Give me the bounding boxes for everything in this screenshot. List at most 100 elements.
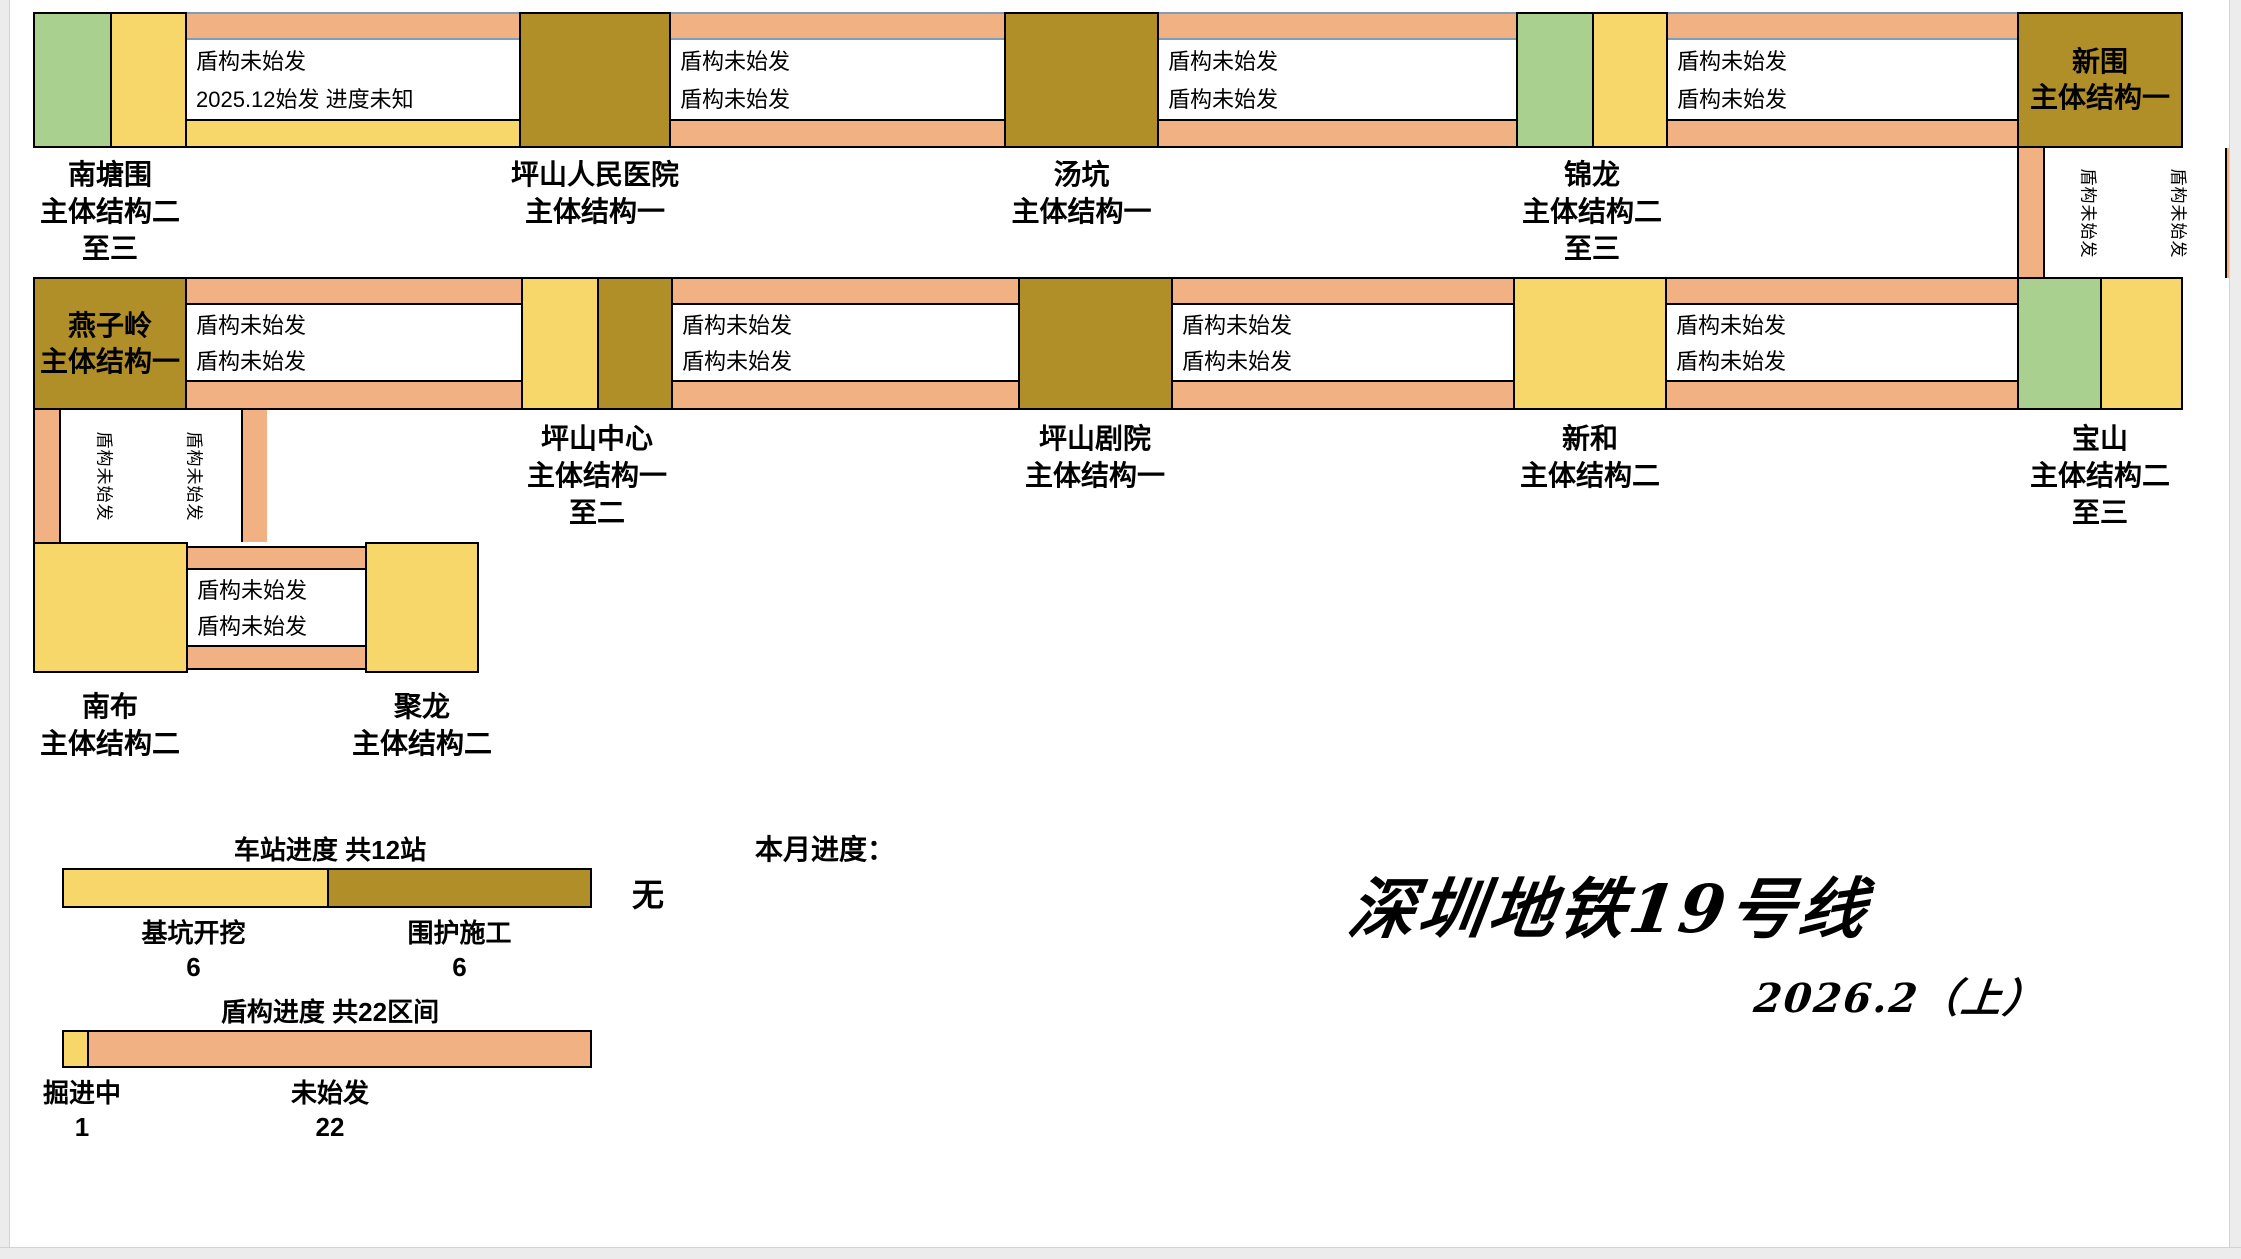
station-fill-retaining [1020, 279, 1171, 408]
station-fill-excavation [367, 544, 477, 671]
segment-status-text: 盾构未始发 盾构未始发 [188, 569, 365, 647]
station-fill-excavation [1515, 279, 1665, 408]
station-fill-excavation [1592, 14, 1666, 146]
tube-band-not-started [671, 120, 1004, 148]
segment-status-text: 盾构未始发 盾构未始发 [1667, 305, 2017, 382]
legend-cell-digging [64, 1032, 87, 1066]
window-edge-bottom [0, 1247, 2241, 1259]
legend-cell-retaining [327, 870, 590, 906]
window-edge-left [0, 0, 10, 1259]
station-label-pingshan-hospital: 坪山人民医院 主体结构一 [510, 159, 679, 227]
segment-yanziling-pscenter: 盾构未始发 盾构未始发 [187, 277, 521, 410]
legend-item-label: 基坑开挖 [141, 918, 246, 948]
tube-status: 盾构未始发 [151, 410, 241, 542]
window-edge-right [2229, 0, 2241, 1259]
segment-status-text: 盾构未始发 盾构未始发 [1159, 39, 1516, 121]
tube-band-not-started [188, 646, 365, 670]
tube-status: 盾构未始发 [2045, 148, 2135, 278]
segment-status-text: 盾构未始发 2025.12始发 进度未知 [187, 39, 519, 121]
segment-status-text: 盾构未始发 盾构未始发 [673, 305, 1018, 382]
tube-status-text: 盾构未始发 [184, 431, 204, 521]
station-label-julong: 聚龙 主体结构二 [351, 691, 492, 759]
station-fill-retaining: 燕子岭 主体结构一 [35, 279, 185, 408]
legend-item-retaining: 围护施工 6 [327, 916, 592, 984]
legend-item-label: 掘进中 [42, 1078, 121, 1108]
segment-pstheater-xinhe: 盾构未始发 盾构未始发 [1173, 277, 1513, 410]
station-label-jinlong: 锦龙 主体结构二 至三 [1521, 159, 1662, 264]
station-fill-retaining: 新围 主体结构一 [2019, 14, 2181, 146]
segment-status-text: 盾构未始发 盾构未始发 [671, 39, 1004, 121]
connector-yanziling-nanbu: 盾构未始发 盾构未始发 [33, 410, 267, 542]
station-legend-note: 无 [632, 877, 665, 913]
tube-band-not-started [673, 277, 1018, 305]
segment-nantangwei-hospital: 盾构未始发 2025.12始发 进度未知 [187, 12, 519, 148]
tube-status: 盾构未始发 [2135, 148, 2225, 278]
station-box-baoshan [2017, 277, 2183, 410]
station-fill-retaining [597, 279, 671, 408]
tube-band-not-started [1668, 12, 2017, 40]
station-box-tangkeng [1004, 12, 1159, 148]
station-fill-excavation [523, 279, 597, 408]
legend-cell-excavation [64, 870, 327, 906]
station-label-nantangwei: 南塘围 主体结构二 至三 [39, 159, 180, 264]
tube-band-not-started [35, 410, 61, 542]
monthly-progress-label: 本月进度： [755, 834, 896, 865]
tube-band-not-started [1173, 277, 1513, 305]
tube-band-not-started [1173, 382, 1513, 410]
station-fill-structure [2019, 279, 2100, 408]
station-fill-excavation [35, 544, 186, 671]
tube-band-not-started [187, 277, 521, 305]
legend-item-count: 22 [315, 1112, 345, 1142]
legend-item-excavation: 基坑开挖 6 [62, 916, 325, 984]
station-box-xinwei: 新围 主体结构一 [2017, 12, 2183, 148]
legend-item-count: 1 [74, 1112, 90, 1142]
tube-band-not-started [673, 382, 1018, 410]
tube-band-not-started [1668, 120, 2017, 148]
station-label-tangkeng: 汤坑 主体结构一 [1011, 159, 1152, 227]
tube-band-not-started [241, 410, 267, 542]
station-legend-title: 车站进度 共12站 [233, 835, 427, 865]
tube-band-not-started [1667, 382, 2017, 410]
segment-jinlong-xinwei: 盾构未始发 盾构未始发 [1668, 12, 2017, 148]
tube-band-not-started [1159, 120, 1516, 148]
station-label-xinwei: 新围 主体结构一 [2029, 46, 2170, 113]
report-period: 2026.2（上） [1751, 975, 2048, 1022]
legend-cell-not-started [87, 1032, 590, 1066]
tube-band-not-started [671, 12, 1004, 40]
tube-status: 盾构未始发 [61, 410, 151, 542]
connector-status-box: 盾构未始发 盾构未始发 [61, 410, 241, 542]
station-box-nantangwei [33, 12, 187, 148]
segment-hospital-tangkeng: 盾构未始发 盾构未始发 [671, 12, 1004, 148]
station-label-pingshan-theater: 坪山剧院 主体结构一 [1024, 423, 1165, 491]
line-title: 深圳地铁19号线 [1343, 870, 1875, 948]
segment-status-text: 盾构未始发 盾构未始发 [1173, 305, 1513, 382]
legend-item-digging: 掘进中 1 [17, 1076, 147, 1144]
tube-band-not-started [2019, 148, 2045, 278]
legend-item-not-started: 未始发 22 [235, 1076, 425, 1144]
tube-band-not-started [187, 382, 521, 410]
station-box-julong [365, 542, 479, 673]
station-fill-excavation [110, 14, 185, 146]
station-label-nanbu: 南布 主体结构二 [39, 691, 180, 759]
station-fill-structure [35, 14, 110, 146]
connector-status-box: 盾构未始发 盾构未始发 [2045, 148, 2225, 278]
station-box-xinhe [1513, 277, 1667, 410]
segment-status-text: 盾构未始发 盾构未始发 [1668, 39, 2017, 121]
station-box-pingshan-theater [1018, 277, 1173, 410]
shield-legend-bar [62, 1030, 592, 1068]
station-fill-structure [1518, 14, 1592, 146]
shield-legend-title: 盾构进度 共22区间 [220, 997, 440, 1027]
connector-xinwei-baoshan: 盾构未始发 盾构未始发 [2017, 148, 2241, 278]
station-fill-retaining [1006, 14, 1157, 146]
station-label-pingshan-center: 坪山中心 主体结构一 至二 [526, 423, 667, 528]
tube-status-text: 盾构未始发 [2078, 168, 2098, 258]
tube-band-digging [187, 120, 519, 148]
station-fill-retaining [521, 14, 669, 146]
station-box-pingshan-hospital [519, 12, 671, 148]
legend-item-count: 6 [186, 952, 201, 982]
tube-band-not-started [1667, 277, 2017, 305]
station-box-nanbu [33, 542, 188, 673]
station-label-yanziling: 燕子岭 主体结构一 [39, 309, 180, 377]
station-box-jinlong [1516, 12, 1668, 148]
